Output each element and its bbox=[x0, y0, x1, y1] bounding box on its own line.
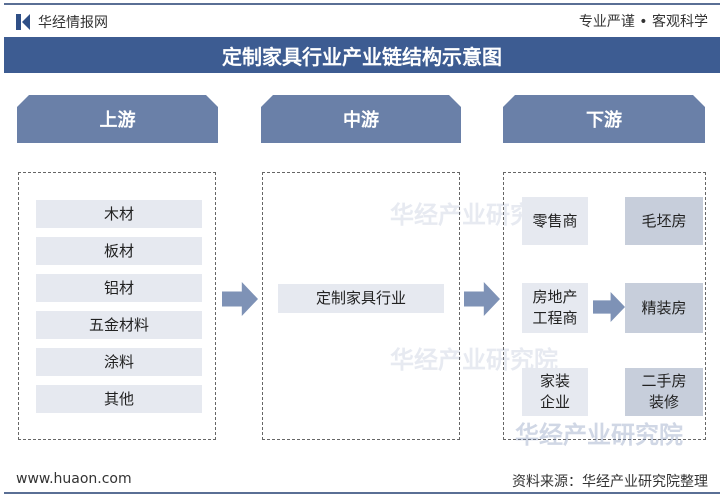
upstream-header: 上游 bbox=[17, 95, 218, 143]
slogan: 专业严谨 • 客观科学 bbox=[578, 14, 708, 30]
brand-logo: 华经情报网 bbox=[16, 12, 108, 32]
website-url: www.huaon.com bbox=[16, 471, 132, 487]
downstream-seller: 房地产 工程商 bbox=[522, 283, 588, 333]
upstream-item: 铝材 bbox=[36, 274, 202, 302]
midstream-item: 定制家具行业 bbox=[278, 284, 444, 313]
diagram-title: 定制家具行业产业链结构示意图 bbox=[4, 37, 720, 73]
housing-type: 精装房 bbox=[625, 283, 703, 333]
housing-type: 毛坯房 bbox=[625, 197, 703, 245]
logo-icon bbox=[16, 14, 30, 30]
upstream-item: 木材 bbox=[36, 200, 202, 228]
upstream-box bbox=[18, 172, 216, 440]
arrow-right-icon bbox=[222, 282, 258, 316]
bottom-divider bbox=[4, 492, 720, 494]
housing-type: 二手房 装修 bbox=[625, 368, 703, 416]
downstream-box bbox=[503, 172, 706, 440]
midstream-header: 中游 bbox=[261, 95, 461, 143]
downstream-header: 下游 bbox=[503, 95, 705, 143]
upstream-item: 五金材料 bbox=[36, 311, 202, 339]
downstream-seller: 家装 企业 bbox=[522, 368, 588, 416]
arrow-right-icon bbox=[464, 282, 500, 316]
downstream-seller: 零售商 bbox=[522, 197, 588, 245]
source-note: 资料来源：华经产业研究院整理 bbox=[512, 474, 708, 490]
midstream-box bbox=[262, 172, 460, 440]
top-divider bbox=[4, 3, 720, 5]
brand-name: 华经情报网 bbox=[38, 15, 108, 31]
upstream-item: 涂料 bbox=[36, 348, 202, 376]
upstream-item: 板材 bbox=[36, 237, 202, 265]
upstream-item: 其他 bbox=[36, 385, 202, 413]
watermark: 华经产业研究院 bbox=[515, 421, 683, 449]
